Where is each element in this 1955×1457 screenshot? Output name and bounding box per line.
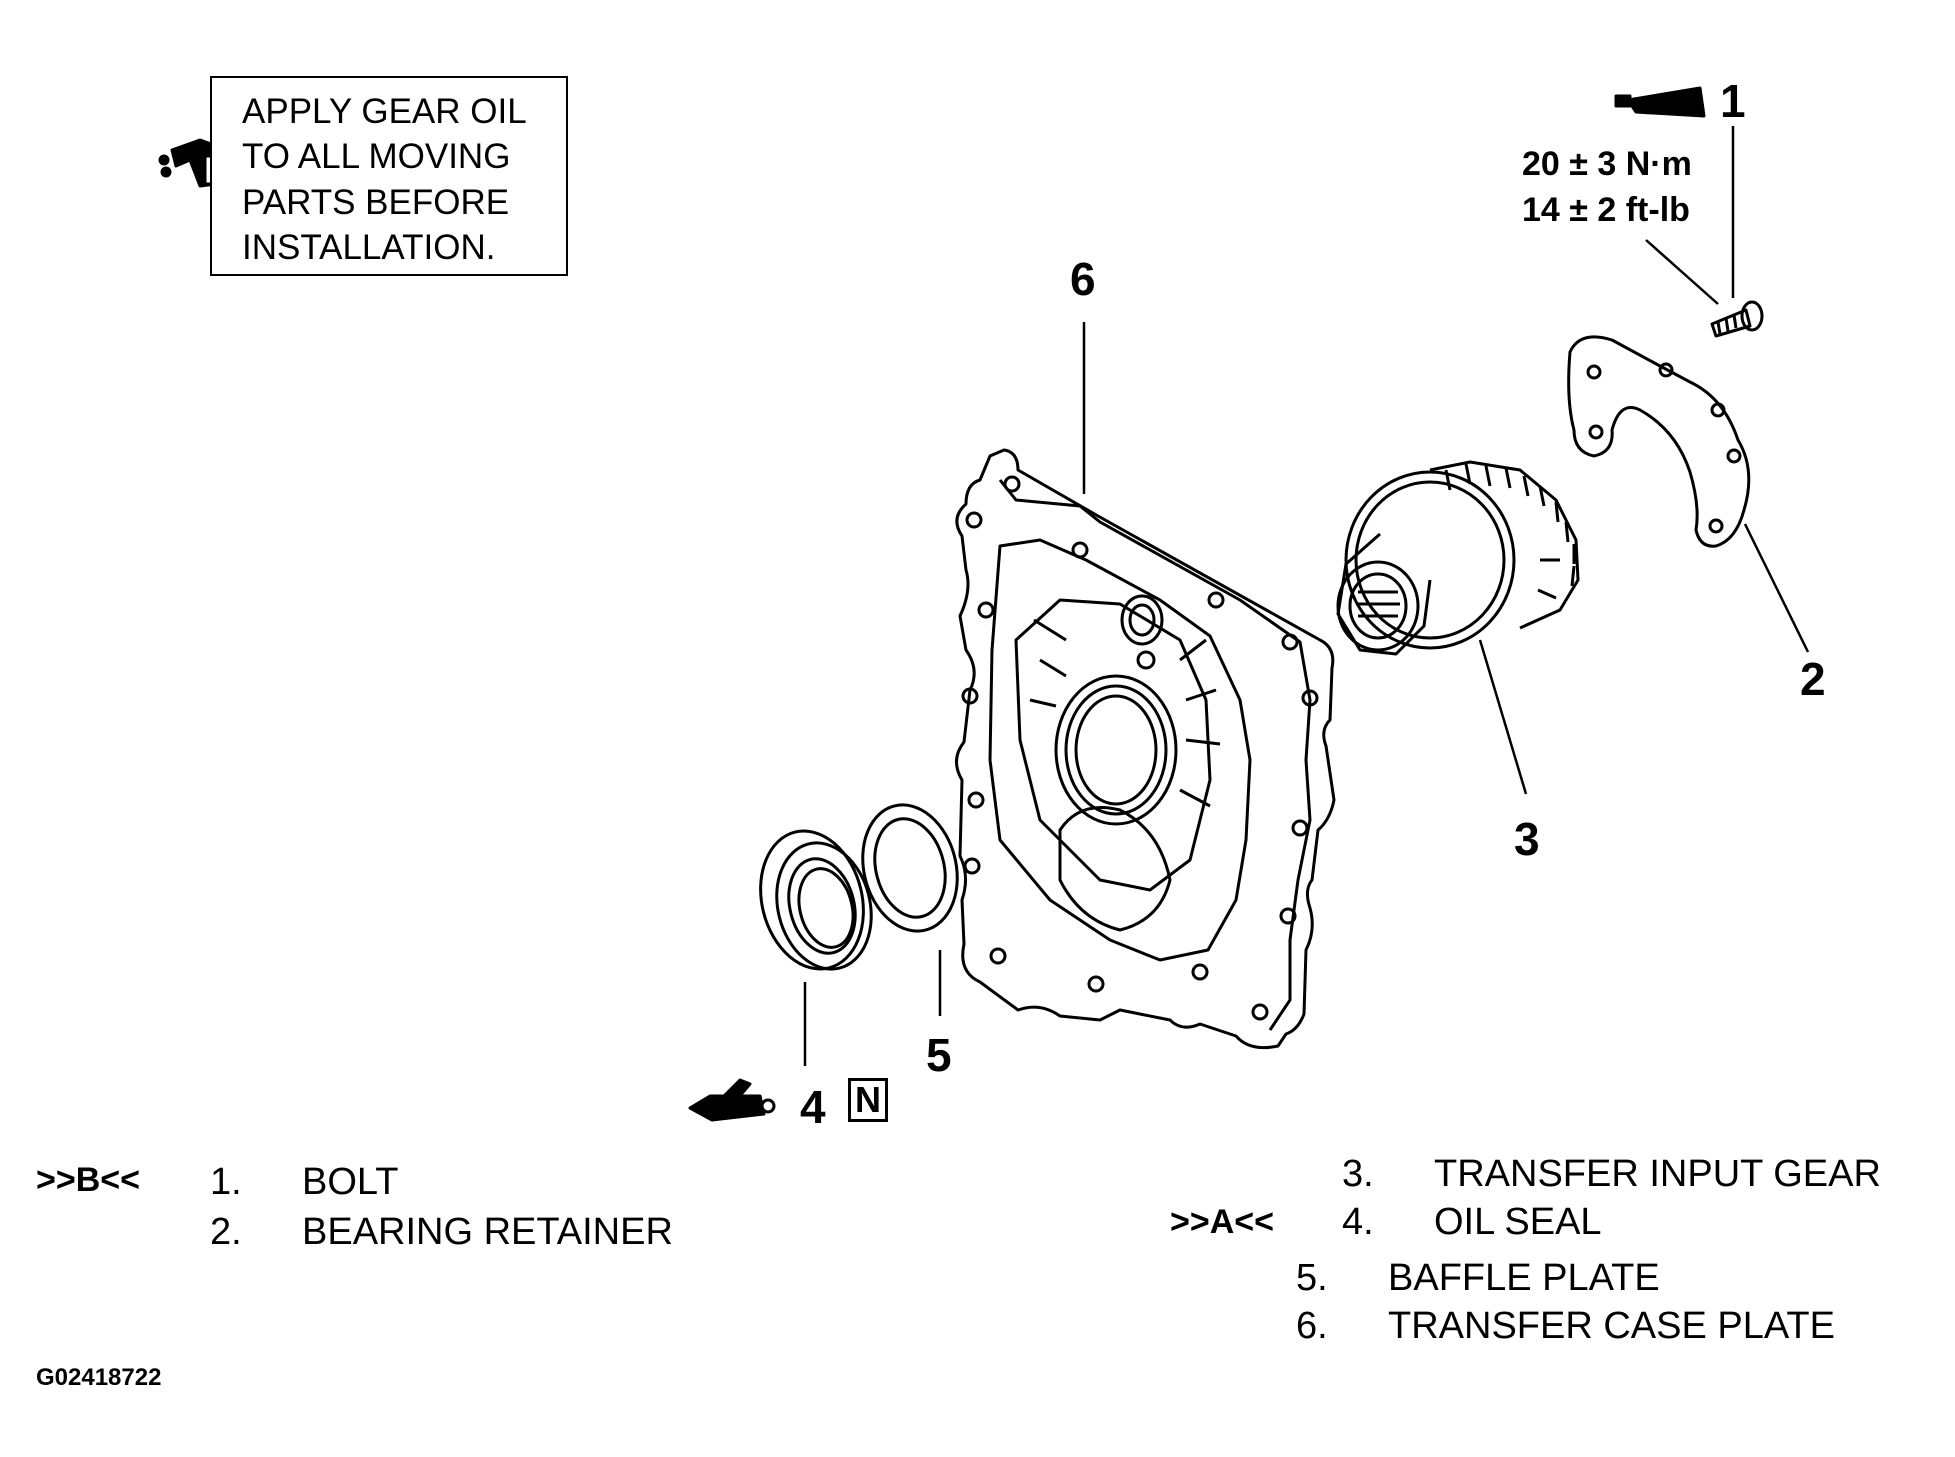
legend-name-4: OIL SEAL bbox=[1434, 1201, 1602, 1243]
new-part-badge: N bbox=[848, 1078, 888, 1122]
note-line-3: PARTS BEFORE bbox=[242, 183, 510, 222]
note-line-1: APPLY GEAR OIL bbox=[242, 92, 527, 131]
oil-seal bbox=[759, 829, 873, 971]
baffle-plate bbox=[861, 803, 959, 933]
callout-1: 1 bbox=[1720, 75, 1746, 127]
callout-2: 2 bbox=[1800, 653, 1826, 705]
bearing-retainer bbox=[1567, 335, 1751, 548]
legend-num-1: 1. bbox=[210, 1161, 242, 1203]
legend-num-4: 4. bbox=[1342, 1201, 1374, 1243]
figure-code: G02418722 bbox=[36, 1364, 162, 1391]
leader-lines bbox=[803, 126, 1810, 1066]
sealant-tube-icon bbox=[1614, 86, 1706, 118]
legend-name-6: TRANSFER CASE PLATE bbox=[1388, 1305, 1835, 1347]
transfer-input-gear bbox=[1336, 460, 1580, 656]
legend-num-5: 5. bbox=[1296, 1257, 1328, 1299]
bolt bbox=[1710, 300, 1764, 338]
legend-name-1: BOLT bbox=[302, 1161, 399, 1203]
note-box bbox=[210, 76, 568, 276]
note-line-2: TO ALL MOVING bbox=[242, 137, 511, 176]
procedure-ref-a: >>A<< bbox=[1170, 1203, 1274, 1241]
callout-5: 5 bbox=[926, 1029, 952, 1081]
callout-6: 6 bbox=[1070, 253, 1096, 305]
callout-4: 4 bbox=[800, 1081, 826, 1133]
torque-metric: 20 ± 3 N·m bbox=[1522, 145, 1692, 183]
note-line-4: INSTALLATION. bbox=[242, 228, 496, 267]
procedure-ref-b: >>B<< bbox=[36, 1161, 140, 1199]
legend-num-6: 6. bbox=[1296, 1305, 1328, 1347]
legend-num-3: 3. bbox=[1342, 1153, 1374, 1195]
torque-imperial: 14 ± 2 ft-lb bbox=[1522, 191, 1690, 229]
callout-3: 3 bbox=[1514, 813, 1540, 865]
transfer-case-plate bbox=[955, 448, 1336, 1050]
legend-name-2: BEARING RETAINER bbox=[302, 1211, 673, 1253]
legend-num-2: 2. bbox=[210, 1211, 242, 1253]
legend-name-3: TRANSFER INPUT GEAR bbox=[1434, 1153, 1881, 1195]
legend-name-5: BAFFLE PLATE bbox=[1388, 1257, 1660, 1299]
grease-gun-icon bbox=[688, 1078, 776, 1122]
